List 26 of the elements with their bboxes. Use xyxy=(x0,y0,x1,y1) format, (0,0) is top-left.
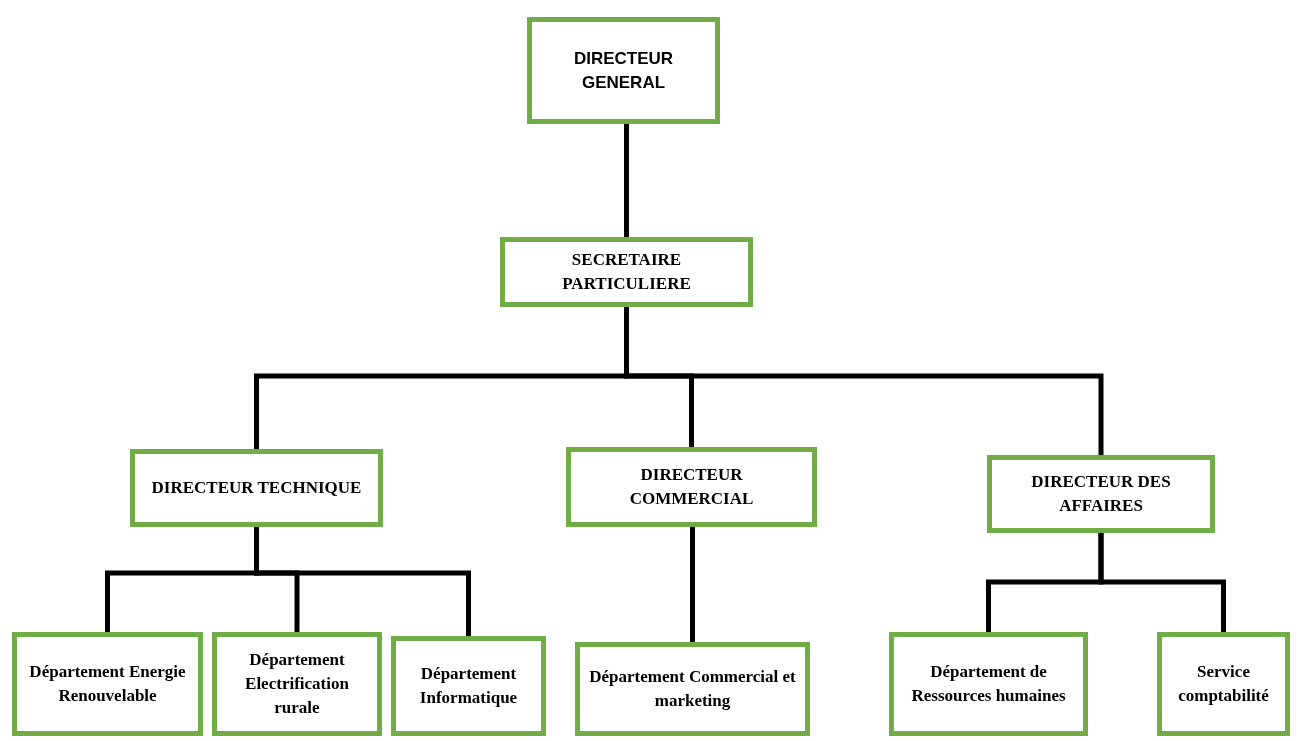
org-box xyxy=(12,632,203,736)
box-title: Département Energie Renouvelable xyxy=(28,661,187,707)
box-title: Département de Ressources humaines xyxy=(910,661,1067,707)
box-title: Département Electrification rurale xyxy=(244,649,350,719)
org-box xyxy=(566,447,817,527)
box-title: DIRECTEUR GENERAL xyxy=(572,47,675,94)
org-box xyxy=(575,642,810,736)
org-box xyxy=(212,632,382,736)
box-title: Service comptabilité xyxy=(1177,661,1270,707)
connector-line xyxy=(690,527,695,642)
org-box xyxy=(1157,632,1290,736)
box-title: DIRECTEUR TECHNIQUE xyxy=(151,477,362,500)
connector-line xyxy=(254,527,471,636)
org-box xyxy=(500,237,753,307)
org-box xyxy=(130,449,383,527)
box-title: DIRECTEUR DES AFFAIRES xyxy=(1030,471,1172,517)
connector-line xyxy=(624,124,629,237)
box-title: SECRETAIRE PARTICULIERE xyxy=(561,249,692,295)
box-title: Département Informatique xyxy=(418,663,519,709)
org-box xyxy=(391,636,546,736)
org-box xyxy=(527,17,720,124)
box-title: DIRECTEUR COMMERCIAL xyxy=(628,464,755,510)
box-title: Département Commercial et marketing xyxy=(588,666,797,712)
connector-line xyxy=(1098,533,1226,632)
org-box xyxy=(987,455,1215,533)
org-box xyxy=(889,632,1088,736)
